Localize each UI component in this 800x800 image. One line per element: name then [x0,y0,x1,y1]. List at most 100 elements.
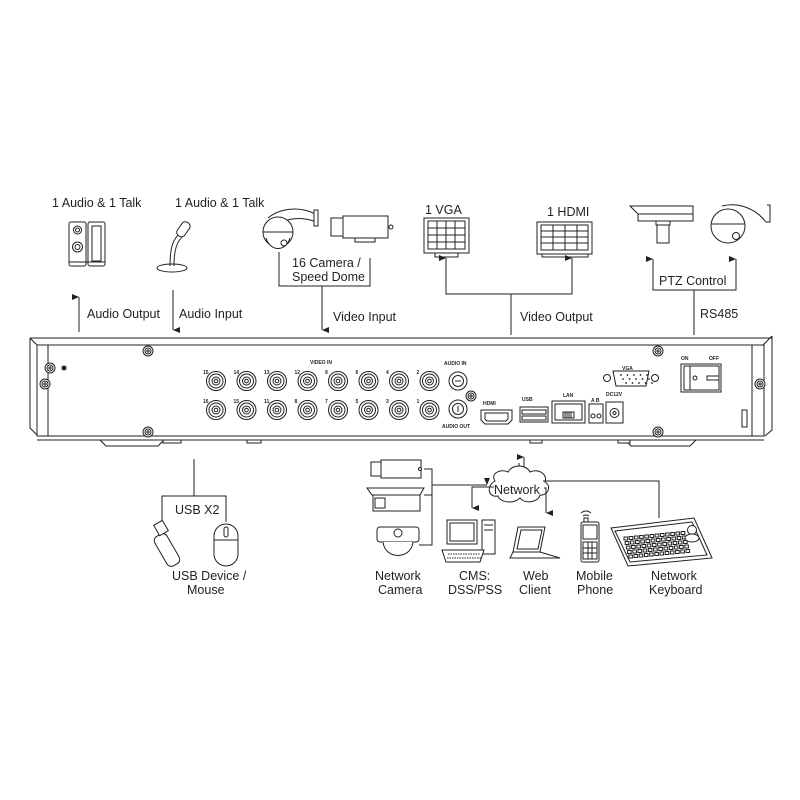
usb-port[interactable] [519,406,549,423]
panel-screw [652,426,664,438]
power-input-label: DC12V [606,392,623,398]
audio-input-label: Audio Input [179,307,243,321]
video-in-label: VIDEO IN [310,360,332,366]
keyboard-key [641,544,647,548]
vga-monitor-caption: 1 VGA [425,203,462,217]
rs485-label: RS485 [700,307,738,321]
bnc-video-input[interactable] [206,371,226,391]
keyboard-key [644,534,649,539]
panel-screw [465,390,477,402]
vga-pin [648,378,650,380]
usb-link-label: USB X2 [175,503,220,517]
keyboard-key [683,540,688,544]
bnc-video-input[interactable] [328,371,348,391]
bnc-video-input[interactable] [267,371,287,391]
keyboard-key [627,550,632,554]
cms-computer-icon [441,519,496,563]
bnc-channel-number: 14 [234,370,240,376]
keyboard-key [654,552,659,556]
bnc-video-input[interactable] [236,371,257,391]
keyboard-key [680,531,686,535]
hdmi-monitor-caption: 1 HDMI [547,205,589,219]
dc-power-jack[interactable] [605,401,624,424]
speakers-icon [68,221,106,267]
audio-output-label: Audio Output [87,307,160,321]
keyboard-key [666,537,671,541]
bnc-video-input[interactable] [297,371,318,391]
keyboard-key [680,549,685,554]
vga-port[interactable] [603,370,659,387]
keyboard-key [659,551,665,556]
keyboard-key [632,549,637,554]
keyboard-key [629,540,635,545]
keyboard-key [657,542,662,547]
bnc-channel-number: 9 [325,370,328,376]
bnc-video-input[interactable] [236,400,257,420]
keyboard-key [672,541,678,545]
bnc-video-input[interactable] [358,400,379,420]
video-output-label: Video Output [520,310,593,324]
keyboard-key [628,554,633,559]
lan-port[interactable] [551,400,586,424]
cameras-caption-line1: 16 Camera / [292,256,361,270]
keyboard-key [670,532,675,536]
network-box-camera-icon [370,459,422,479]
bnc-video-input[interactable] [389,371,409,391]
video-output-bracket [445,258,573,295]
network-bullet-camera-icon [366,487,425,512]
keyboard-key [643,553,649,557]
speakers-caption: 1 Audio & 1 Talk [52,196,142,210]
keyboard-key [665,532,670,537]
bnc-video-input[interactable] [419,400,440,420]
panel-screw [142,345,154,357]
vga-pin [635,378,637,380]
keyboard-key [635,540,640,544]
network-keyboard-icon [610,517,713,567]
usb-bracket [161,495,227,522]
camera-bracket-line [278,252,371,287]
keyboard-key [649,552,654,557]
bnc-video-input[interactable] [297,400,318,420]
bnc-channel-number: 8 [295,399,298,405]
cms-caption-line1: CMS: [459,569,490,583]
keyboard-key [654,533,660,538]
vga-pin [625,382,627,384]
power-switch[interactable] [680,363,722,393]
keyboard-key [647,548,653,552]
rs485-terminal-label: A B [591,398,600,404]
keyboard-key [676,536,682,540]
mouse-icon [213,523,239,567]
audio-out-connector[interactable] [448,399,468,419]
panel-screw [754,378,766,390]
keyboard-key [658,547,663,551]
bnc-channel-number: 11 [264,399,270,405]
keyboard-key [638,553,644,558]
web-client-caption-line2: Client [519,583,551,597]
usb-device-caption-line1: USB Device / [172,569,247,583]
vga-pin [644,382,647,384]
lan-port-label: LAN [563,393,574,399]
bnc-video-input[interactable] [328,400,348,420]
keyboard-key [663,546,669,551]
switch-off-label: OFF [709,356,719,362]
vga-pin [639,374,642,376]
mobile-phone-icon [580,510,600,563]
hdmi-port[interactable] [480,409,513,425]
keyboard-key [639,535,644,539]
keyboard-key [625,545,631,550]
keyboard-key [623,536,629,541]
bnc-video-input[interactable] [389,400,409,420]
network-cloud-icon [488,465,550,503]
audio-in-connector[interactable] [448,371,468,391]
vga-monitor-icon [423,217,470,258]
bnc-video-input[interactable] [419,371,440,391]
hdmi-monitor-icon [536,221,593,258]
keyboard-key [628,536,634,540]
usb-flash-drive-icon [152,519,181,567]
bnc-video-input[interactable] [206,400,226,420]
bnc-video-input[interactable] [267,400,287,420]
keyboard-key [673,545,679,550]
rs485-terminal[interactable] [588,403,604,424]
bnc-video-input[interactable] [358,371,379,391]
keyboard-key [642,548,648,553]
